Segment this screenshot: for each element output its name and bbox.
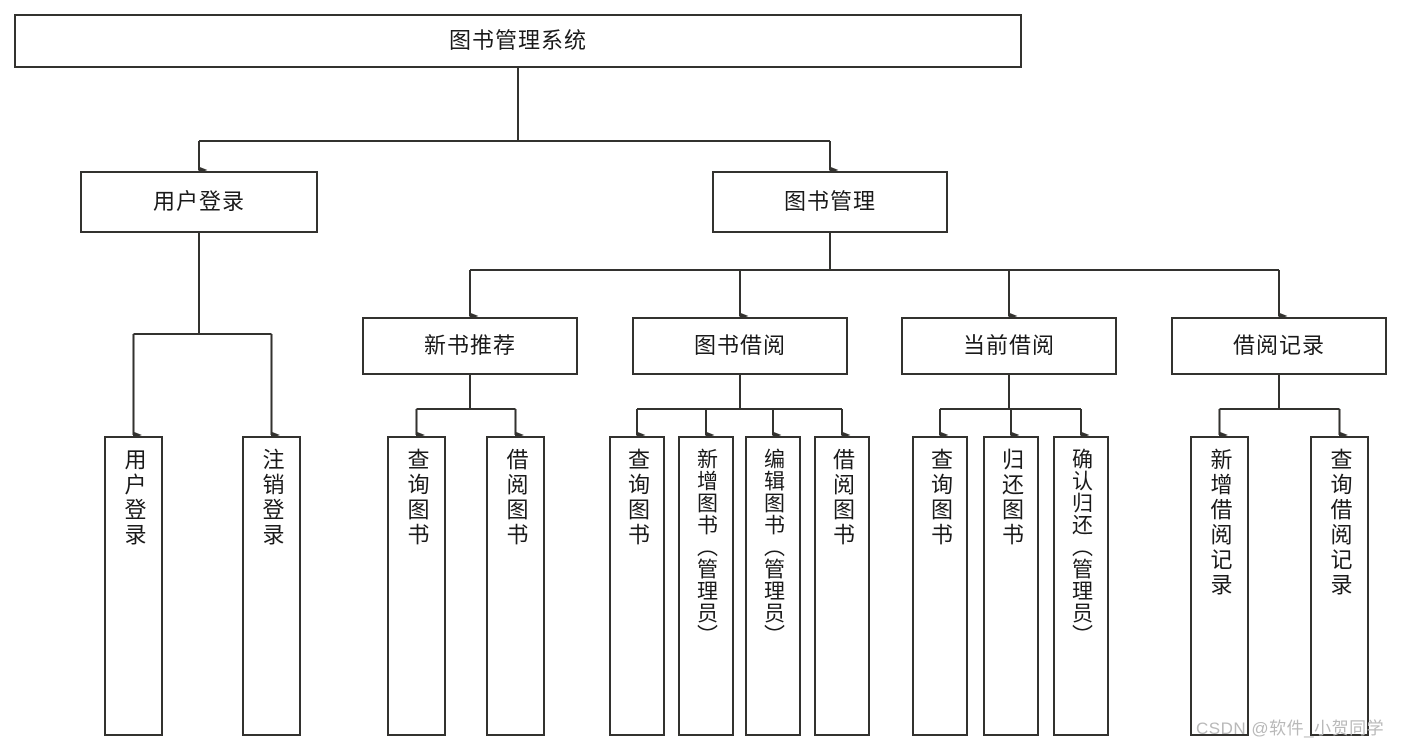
node-label-borrow-records: 借阅记录: [1232, 332, 1325, 358]
node-label-book-manage: 图书管理: [783, 188, 876, 214]
node-root[interactable]: 图书管理系统: [14, 14, 1022, 68]
node-label-leaf-return-book: 归还图书: [999, 448, 1024, 548]
node-label-leaf-query-borrow-record: 查询借阅记录: [1327, 448, 1353, 598]
node-leaf-user-login[interactable]: 用户登录: [104, 436, 163, 736]
node-user-login[interactable]: 用户登录: [80, 171, 318, 233]
node-label-leaf-user-logout: 注销登录: [259, 448, 285, 548]
node-label-user-login: 用户登录: [152, 188, 245, 214]
node-label-leaf-borrow-book-1: 借阅图书: [503, 448, 529, 548]
node-label-leaf-add-borrow-record: 新增借阅记录: [1207, 448, 1233, 598]
node-leaf-user-logout[interactable]: 注销登录: [242, 436, 301, 736]
node-label-leaf-add-book-admin: 新增图书（管理员）: [694, 448, 718, 646]
node-leaf-borrow-book-2[interactable]: 借阅图书: [814, 436, 870, 736]
node-new-book-recommend[interactable]: 新书推荐: [362, 317, 578, 375]
node-leaf-query-book-1[interactable]: 查询图书: [387, 436, 446, 736]
node-book-borrow[interactable]: 图书借阅: [632, 317, 848, 375]
node-leaf-edit-book-admin[interactable]: 编辑图书（管理员）: [745, 436, 801, 736]
node-leaf-query-borrow-record[interactable]: 查询借阅记录: [1310, 436, 1369, 736]
node-label-root: 图书管理系统: [448, 27, 587, 53]
node-label-leaf-edit-book-admin: 编辑图书（管理员）: [761, 448, 785, 646]
node-leaf-add-book-admin[interactable]: 新增图书（管理员）: [678, 436, 734, 736]
node-label-leaf-confirm-return-admin: 确认归还（管理员）: [1069, 448, 1093, 646]
node-leaf-query-book-3[interactable]: 查询图书: [912, 436, 968, 736]
node-label-new-book-recommend: 新书推荐: [423, 332, 516, 358]
node-book-manage[interactable]: 图书管理: [712, 171, 948, 233]
node-leaf-add-borrow-record[interactable]: 新增借阅记录: [1190, 436, 1249, 736]
node-leaf-confirm-return-admin[interactable]: 确认归还（管理员）: [1053, 436, 1109, 736]
node-leaf-borrow-book-1[interactable]: 借阅图书: [486, 436, 545, 736]
node-label-leaf-user-login: 用户登录: [121, 448, 147, 548]
node-label-book-borrow: 图书借阅: [693, 332, 786, 358]
node-label-leaf-borrow-book-2: 借阅图书: [830, 448, 855, 548]
node-label-current-borrow: 当前借阅: [962, 332, 1055, 358]
node-label-leaf-query-book-3: 查询图书: [928, 448, 953, 548]
node-label-leaf-query-book-2: 查询图书: [625, 448, 650, 548]
node-leaf-query-book-2[interactable]: 查询图书: [609, 436, 665, 736]
node-label-leaf-query-book-1: 查询图书: [404, 448, 430, 548]
node-current-borrow[interactable]: 当前借阅: [901, 317, 1117, 375]
node-borrow-records[interactable]: 借阅记录: [1171, 317, 1387, 375]
node-leaf-return-book[interactable]: 归还图书: [983, 436, 1039, 736]
csdn-watermark: CSDN @软件_小贺同学: [1196, 719, 1385, 738]
